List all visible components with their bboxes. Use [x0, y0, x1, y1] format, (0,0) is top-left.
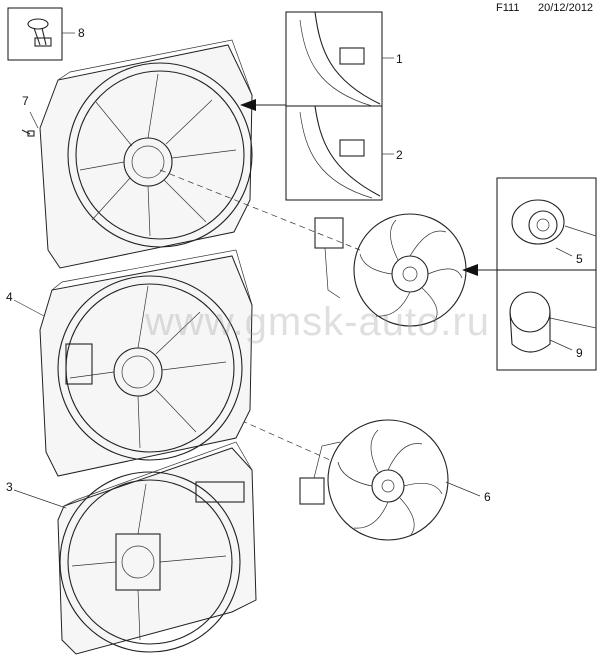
- clip-icon: [27, 18, 52, 47]
- callout-1: 1: [396, 52, 403, 66]
- callout-7: 7: [22, 94, 29, 108]
- diagram-date: 20/12/2012: [538, 2, 594, 14]
- connector-upper: [314, 217, 344, 249]
- callout-4: 4: [6, 290, 13, 304]
- fan-upper: [353, 213, 467, 327]
- part-8-box: [7, 7, 63, 61]
- shroud-top: [39, 39, 253, 269]
- connector-lower: [299, 477, 325, 505]
- detail-1-box: [285, 11, 383, 107]
- watermark: www.gmsk-auto.ru: [145, 300, 490, 344]
- callout-8: 8: [78, 26, 85, 40]
- detail-5-box: [496, 177, 597, 271]
- detail-9-box: [496, 269, 597, 371]
- detail-2-box: [285, 105, 383, 201]
- diagram-code: F111: [496, 2, 520, 14]
- callout-5: 5: [576, 252, 583, 266]
- shroud-middle: [39, 249, 253, 477]
- screw-icon: [21, 111, 39, 137]
- callout-9: 9: [576, 346, 583, 360]
- callout-3: 3: [6, 480, 13, 494]
- shroud-bottom: [57, 441, 257, 655]
- fan-lower: [327, 419, 449, 541]
- callout-2: 2: [396, 148, 403, 162]
- callout-6: 6: [484, 490, 491, 504]
